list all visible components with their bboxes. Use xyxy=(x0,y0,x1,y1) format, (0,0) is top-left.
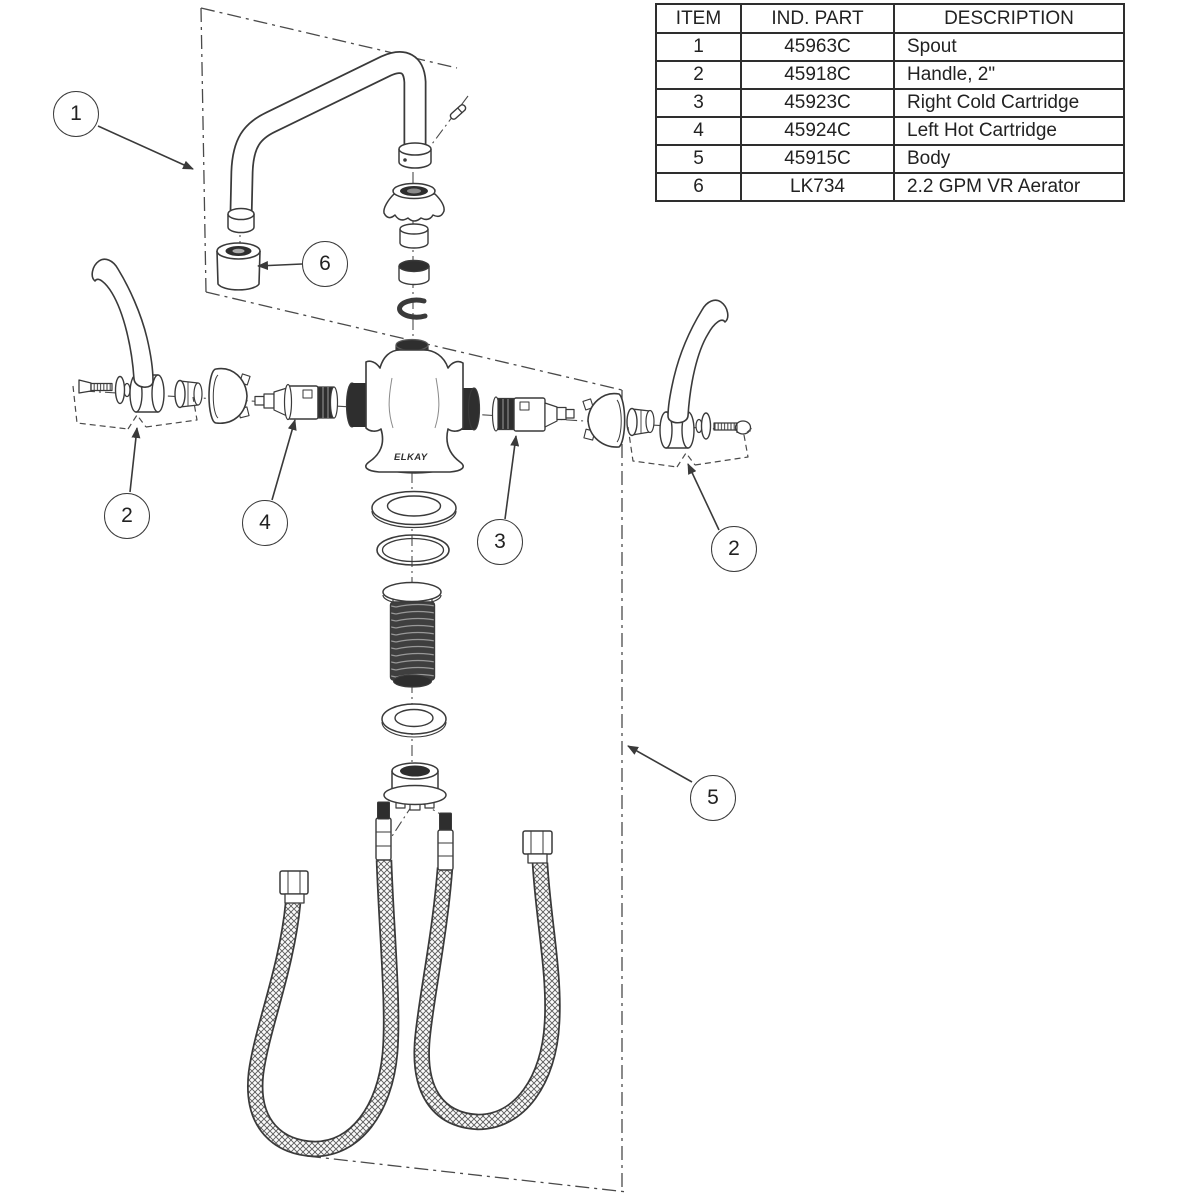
description-cell: Left Hot Cartridge xyxy=(893,116,1125,146)
callout-balloon-3: 3 xyxy=(477,519,523,565)
description-cell: 2.2 GPM VR Aerator xyxy=(893,172,1125,202)
table-row: 3 45923C Right Cold Cartridge xyxy=(655,88,1125,118)
callout-balloon-2-right: 2 xyxy=(711,526,757,572)
left-wristblade-handle xyxy=(91,258,165,413)
right-handle-screw xyxy=(713,420,752,435)
threaded-shank xyxy=(382,581,442,688)
left-handle-nut xyxy=(174,379,203,409)
callout-balloon-6: 6 xyxy=(302,241,348,287)
table-row: 5 45915C Body xyxy=(655,144,1125,174)
o-ring xyxy=(376,534,450,566)
hose-hex-nut xyxy=(279,870,309,895)
supply-hose-left xyxy=(246,801,400,1158)
callout-number: 3 xyxy=(494,530,506,553)
callout-number: 6 xyxy=(319,252,331,275)
column-header-ind-part: IND. PART xyxy=(740,3,895,34)
left-handle-screw xyxy=(78,379,113,394)
aerator xyxy=(216,242,261,291)
item-cell: 2 xyxy=(655,60,742,90)
callout-number: 2 xyxy=(728,537,740,560)
bearing-ring xyxy=(399,223,429,249)
item-cell: 1 xyxy=(655,32,742,62)
column-header-description: DESCRIPTION xyxy=(893,3,1125,34)
item-cell: 3 xyxy=(655,88,742,118)
callout-balloon-2-left: 2 xyxy=(104,493,150,539)
table-row: 4 45924C Left Hot Cartridge xyxy=(655,116,1125,146)
part-cell: 45923C xyxy=(740,88,895,118)
left-hot-cartridge xyxy=(254,383,339,421)
handle-group-brackets xyxy=(72,385,754,468)
callout-balloon-5: 5 xyxy=(690,775,736,821)
part-cell: 45963C xyxy=(740,32,895,62)
part-cell: LK734 xyxy=(740,172,895,202)
faucet-body: ELKAY xyxy=(345,338,481,474)
left-handle-washer xyxy=(114,375,131,405)
item-cell: 5 xyxy=(655,144,742,174)
part-cell: 45924C xyxy=(740,116,895,146)
mounting-nut xyxy=(383,762,447,811)
table-row: 2 45918C Handle, 2" xyxy=(655,60,1125,90)
right-wristblade-handle xyxy=(659,299,729,449)
base-gasket xyxy=(371,490,457,529)
callout-balloon-1: 1 xyxy=(53,91,99,137)
parts-list-table: ITEM IND. PART DESCRIPTION 1 45963C Spou… xyxy=(655,3,1125,202)
callout-number: 4 xyxy=(259,511,271,534)
description-cell: Body xyxy=(893,144,1125,174)
callout-number: 5 xyxy=(707,786,719,809)
left-escutcheon-dome xyxy=(208,367,251,424)
part-cell: 45918C xyxy=(740,60,895,90)
callout-number: 1 xyxy=(70,102,82,125)
flat-washer xyxy=(381,703,447,738)
callout-balloon-4: 4 xyxy=(242,500,288,546)
hose-hex-nut xyxy=(522,830,553,855)
table-row: 6 LK734 2.2 GPM VR Aerator xyxy=(655,172,1125,202)
right-escutcheon-dome xyxy=(582,392,626,448)
right-handle-washer xyxy=(695,412,712,440)
hose-male-stem xyxy=(375,817,392,861)
description-cell: Spout xyxy=(893,32,1125,62)
item-cell: 4 xyxy=(655,116,742,146)
item-cell: 6 xyxy=(655,172,742,202)
brand-logo-text: ELKAY xyxy=(394,452,429,463)
supply-hose-right xyxy=(413,812,561,1131)
right-handle-nut xyxy=(626,407,655,437)
callout-number: 2 xyxy=(121,504,133,527)
part-cell: 45915C xyxy=(740,144,895,174)
column-header-item: ITEM xyxy=(655,3,742,34)
spout-coupling-nut xyxy=(383,182,445,222)
hose-male-stem xyxy=(437,829,454,871)
spout xyxy=(227,51,432,234)
callout-leader-arrows xyxy=(97,125,720,783)
snap-ring xyxy=(397,297,428,320)
table-row: 1 45963C Spout xyxy=(655,32,1125,62)
table-header-row: ITEM IND. PART DESCRIPTION xyxy=(655,3,1125,34)
spout-set-screw xyxy=(449,104,467,120)
seal-ring xyxy=(398,259,430,286)
description-cell: Handle, 2" xyxy=(893,60,1125,90)
description-cell: Right Cold Cartridge xyxy=(893,88,1125,118)
right-cold-cartridge xyxy=(491,396,575,432)
